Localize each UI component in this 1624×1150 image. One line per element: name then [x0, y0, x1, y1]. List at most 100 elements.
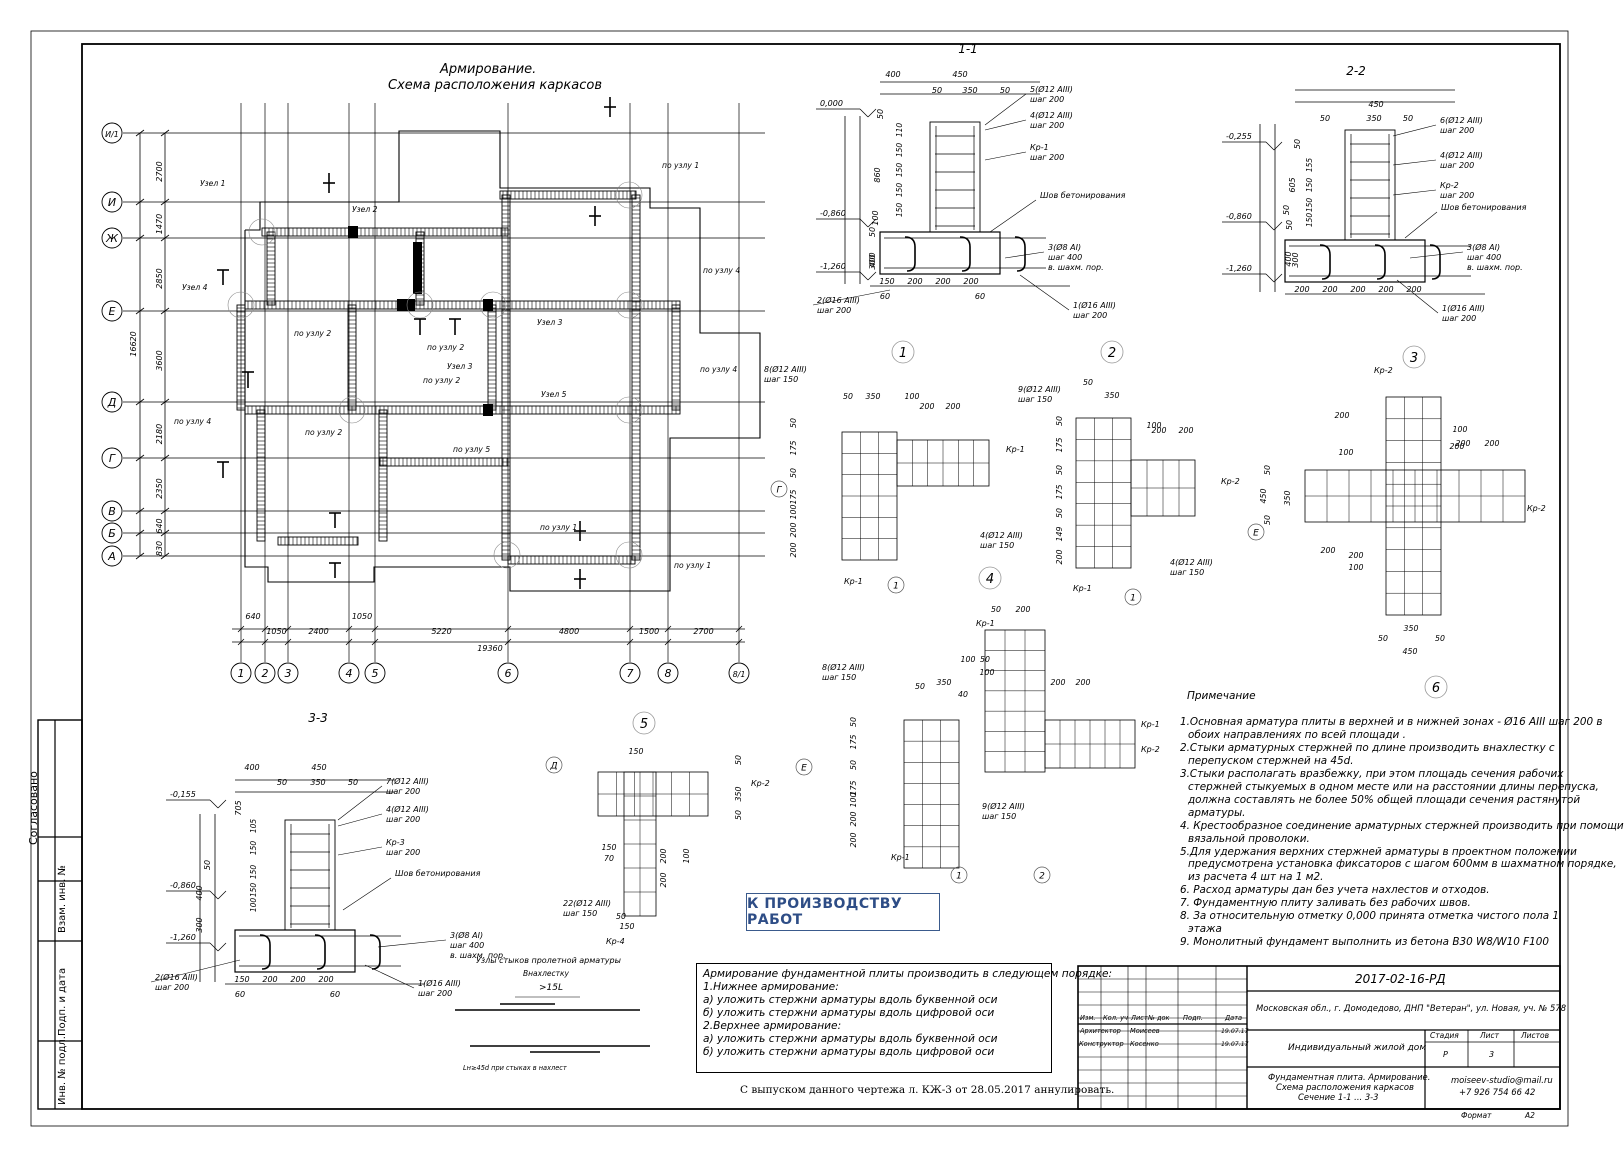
node5-dim-left: 150	[620, 922, 635, 931]
section-dim-bottom: 200	[1350, 285, 1365, 294]
axis-number-label: 4	[346, 667, 353, 680]
node4-dim-top: 100	[980, 668, 995, 677]
node3-dim-bottom: 200	[1349, 551, 1364, 560]
node2-axis	[1124, 588, 1142, 606]
level-arrow	[217, 799, 227, 809]
node1-callout-a: 8(Ø12 АIII)	[764, 364, 807, 374]
section-dim-inner: 150	[895, 143, 904, 158]
section-callout: 2(Ø16 АIII)	[155, 972, 198, 982]
axis-letter-label: Ж	[105, 232, 119, 245]
section-dim-left: 860	[873, 167, 882, 182]
section-callout-step: шаг 400	[1467, 253, 1501, 262]
section-dim-left: 400	[195, 885, 204, 900]
tick	[160, 529, 170, 537]
axis-bubble-number	[497, 662, 519, 684]
node2-dim-left: 149	[1055, 527, 1064, 542]
section-callout: Шов бетонирования	[1441, 203, 1527, 212]
section-dim-inner: 105	[249, 819, 258, 834]
lists-header: Листов	[1521, 1031, 1550, 1040]
node4-axis2	[950, 866, 968, 884]
node1-axis2	[887, 576, 905, 594]
leader-line	[1392, 159, 1437, 166]
node2-dim-left: 50	[1055, 508, 1064, 518]
node1-dim-left: 50	[789, 468, 798, 478]
by-node-label: по узлу 2	[294, 329, 331, 338]
node3-kr-top: Кр-2	[1374, 366, 1393, 375]
axis-letter-label: И/1	[105, 130, 119, 139]
section-dim-left: 50	[876, 109, 885, 119]
level-arrow	[209, 942, 219, 952]
tb-name-1: Моисеев	[1130, 1027, 1160, 1035]
note-line: 4. Крестообразное соединение арматурных …	[1180, 819, 1624, 832]
cage-horizontal	[499, 190, 637, 200]
leader-line	[984, 93, 1027, 126]
note-line: 9. Монолитный фундамент выполнить из бет…	[1180, 936, 1549, 949]
side-podp: Подп. и дата	[57, 967, 68, 1036]
node1-callout-b: 4(Ø12 АIII)	[980, 530, 1023, 540]
tb-h-list: Лист	[1131, 1014, 1148, 1022]
cage-vertical	[256, 409, 266, 542]
section-dim-bottom2: 60	[330, 990, 340, 999]
project-object: Индивидуальный жилой дом	[1288, 1043, 1427, 1053]
axis-bubble-letter	[101, 522, 123, 544]
cage-vertical	[236, 304, 246, 411]
note-line: 1.Основная арматура плиты в верхней и в …	[1180, 716, 1603, 728]
project-address: Московская обл., г. Домодедово, ДНП "Вет…	[1256, 1003, 1567, 1013]
axis-bubble-small-label: 2	[1039, 872, 1045, 882]
node4-dim-left: 50	[849, 717, 858, 727]
node3-dim-left: 50	[1263, 465, 1272, 475]
by-node-label: по узлу 2	[423, 376, 460, 385]
axis-bubble-number	[657, 662, 679, 684]
cage-vertical	[671, 304, 681, 411]
section-level: -0,860	[170, 881, 196, 890]
section-dim-top: 50	[277, 778, 287, 787]
section-level: -0,860	[820, 209, 846, 218]
by-node-label: по узлу 4	[700, 365, 737, 374]
section-slab	[1284, 239, 1426, 283]
node5-callout: 22(Ø12 АIII)	[563, 898, 611, 908]
node1-callout-a-step: шаг 150	[764, 375, 798, 384]
node3-axis	[1247, 523, 1265, 541]
node4-callout-a-step: шаг 150	[822, 673, 856, 682]
section-callout: 3(Ø8 АI)	[1048, 242, 1081, 252]
dim-total-height: 16620	[129, 331, 138, 356]
node3-dim-bottom: 50	[1378, 634, 1388, 643]
node2-dim-top: 200	[1179, 426, 1194, 435]
section-dim-left: 50	[868, 227, 877, 237]
section-dim-bottom: 200	[290, 975, 305, 984]
node4-dim-left: 100	[849, 793, 858, 808]
axis-bubble-number	[728, 662, 750, 684]
tick	[135, 129, 145, 137]
node5-dim-right2: 100	[682, 849, 691, 864]
node2-dim-top: 50	[1083, 378, 1093, 387]
node5-dim-right2: 200	[659, 873, 668, 888]
dim-left: 2180	[155, 424, 164, 444]
section-dim-bottom: 200	[1378, 285, 1393, 294]
axis-bubble-small-label: Д	[549, 762, 557, 772]
overlap-title: Узлы стыков пролетной арматуры	[476, 956, 621, 965]
node5-dim-left: 50	[616, 912, 626, 921]
node1-dim-top: 200	[946, 402, 961, 411]
node1-dim-left: 50	[789, 418, 798, 428]
section-callout-step: шаг 200	[1030, 95, 1064, 104]
section-callout: 3(Ø8 АI)	[450, 930, 483, 940]
cage-vertical	[501, 194, 511, 561]
cage-horizontal	[244, 300, 681, 310]
section-callout: 7(Ø12 АIII)	[386, 776, 429, 786]
section-slab	[234, 929, 356, 973]
node-bubble-label: 3	[1410, 351, 1418, 366]
cage-joint	[483, 404, 493, 416]
tick	[735, 625, 743, 633]
leader-line	[989, 199, 1037, 233]
section-dim-inner: 150	[1305, 213, 1314, 228]
list-value: 3	[1489, 1050, 1495, 1059]
notes-title: Примечание	[1187, 690, 1256, 702]
section-callout-step: шаг 200	[155, 983, 189, 992]
by-node-label: по узлу 1	[662, 161, 699, 170]
section-callout-step: шаг 400	[1048, 253, 1082, 262]
node5-dim-top: 150	[629, 747, 644, 756]
order-line: 1.Нижнее армирование:	[703, 980, 839, 993]
inner-frame	[81, 43, 1561, 1110]
tick	[160, 454, 170, 462]
